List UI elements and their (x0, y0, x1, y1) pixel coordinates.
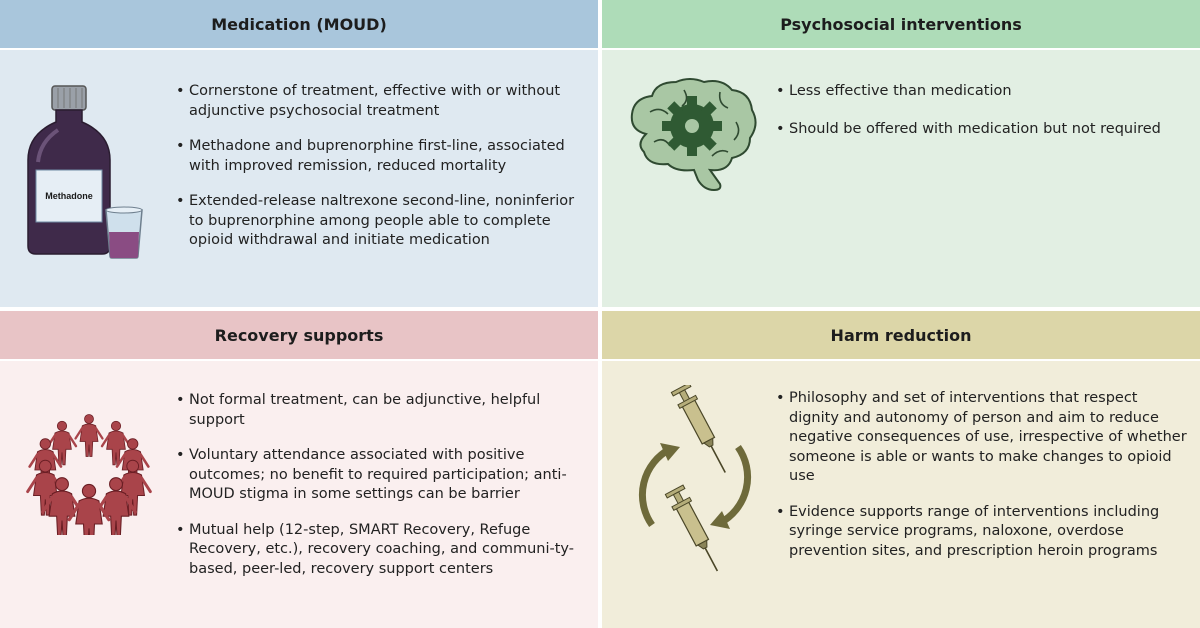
brain-gear-icon (630, 78, 757, 192)
list-item: •Not formal treatment, can be adjunctive… (176, 392, 541, 428)
panel-harm: Harm reduction (602, 311, 1200, 628)
list-item: •Should be offered with medication but n… (776, 120, 1161, 137)
panel-psychosocial: Psychosocial interventions (602, 0, 1200, 307)
list-item: •Philosophy and set of interventions tha… (776, 390, 1187, 484)
panel-body-harm: •Philosophy and set of interventions tha… (602, 361, 1200, 628)
panel-title-medication: Medication (MOUD) (0, 0, 598, 50)
panel-body-medication: Methadone •Cornerstone of treatment, eff… (0, 50, 598, 307)
person-figure (100, 420, 132, 466)
panel-title-harm: Harm reduction (602, 311, 1200, 361)
list-item: •Methadone and buprenorphine first-line,… (176, 138, 565, 174)
person-figure (26, 459, 65, 516)
people-circle-icon (26, 414, 152, 535)
panel-body-recovery: •Not formal treatment, can be adjunctive… (0, 361, 598, 628)
list-item: •Mutual help (12-step, SMART Recovery, R… (176, 521, 574, 577)
list-item: •Extended-release naltrexone second-line… (176, 193, 575, 248)
list-item: •Cornerstone of treatment, effective wit… (176, 83, 561, 119)
bullet-list-recovery: •Not formal treatment, can be adjunctive… (176, 391, 576, 595)
bullet-list-psychosocial: •Less effective than medication •Should … (776, 82, 1186, 157)
person-figure (115, 438, 150, 488)
panel-body-psychosocial: •Less effective than medication •Should … (602, 50, 1200, 307)
panel-title-recovery: Recovery supports (0, 311, 598, 361)
bottle-label: Methadone (45, 191, 93, 201)
list-item: •Less effective than medication (776, 83, 1012, 99)
panel-title-psychosocial: Psychosocial interventions (602, 0, 1200, 50)
bullet-list-harm: •Philosophy and set of interventions tha… (776, 389, 1188, 577)
methadone-bottle-icon: Methadone (27, 85, 143, 259)
list-item: •Voluntary attendance associated with po… (176, 447, 567, 502)
panel-recovery: Recovery supports •Not formal treatment,… (0, 311, 598, 628)
list-item: •Evidence supports range of intervention… (776, 503, 1160, 559)
person-figure (67, 483, 111, 535)
panel-medication: Medication (MOUD) Methadone (0, 0, 598, 307)
person-figure (95, 477, 137, 535)
bullet-list-medication: •Cornerstone of treatment, effective wit… (176, 82, 576, 267)
person-figure (74, 414, 104, 457)
syringe-cycle-icon (638, 385, 752, 572)
